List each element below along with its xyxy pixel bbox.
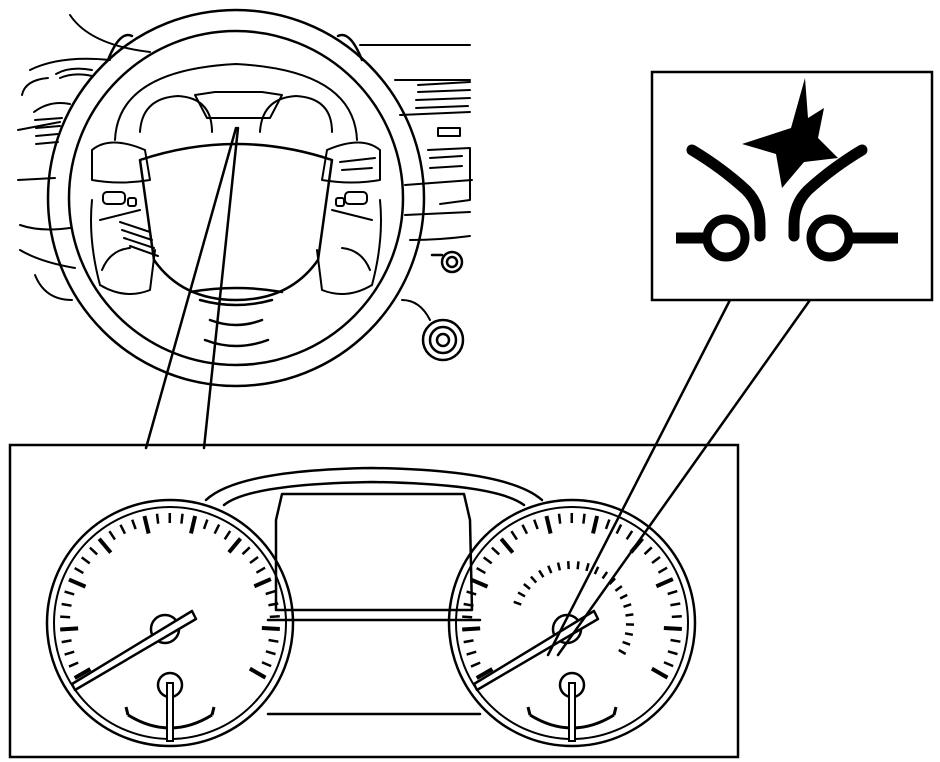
left-air-vent bbox=[33, 67, 93, 145]
forward-emergency-braking-icon bbox=[676, 78, 898, 262]
steering-switch-right bbox=[335, 157, 376, 207]
tachometer-sub-gauge bbox=[526, 671, 618, 742]
warning-light-frame bbox=[650, 70, 934, 302]
tachometer-outer-ring bbox=[447, 498, 697, 748]
instrument-cluster-view bbox=[8, 443, 740, 759]
dashboard-outline bbox=[17, 14, 473, 321]
ignition-switch bbox=[421, 318, 465, 362]
center-knob bbox=[430, 250, 464, 274]
cluster-frame bbox=[8, 443, 740, 759]
steering-wheel-view bbox=[17, 8, 473, 388]
tachometer-needle bbox=[472, 609, 600, 692]
impact-star-shape bbox=[742, 78, 838, 188]
tachometer-tick-marks bbox=[462, 512, 682, 680]
left-lane-curve bbox=[686, 144, 766, 242]
tachometer-gauge bbox=[447, 498, 697, 748]
steering-wheel-spokes bbox=[90, 141, 382, 295]
speedometer-tick-marks bbox=[60, 512, 280, 680]
center-display-housing bbox=[204, 466, 544, 716]
cluster-hood bbox=[114, 63, 358, 141]
steering-wheel-hub bbox=[138, 142, 334, 348]
speedometer-needle bbox=[70, 609, 198, 692]
speedometer-sub-gauge bbox=[124, 671, 216, 742]
right-air-vent bbox=[415, 81, 471, 205]
speedometer-gauge bbox=[45, 498, 295, 748]
right-lane-curve bbox=[788, 144, 868, 242]
callout-gauge-to-warning-light bbox=[546, 298, 812, 657]
steering-switch-left bbox=[102, 191, 159, 257]
speedometer-outer-ring bbox=[45, 498, 295, 748]
steering-wheel-rim bbox=[46, 8, 426, 388]
warning-light-inset bbox=[650, 70, 934, 302]
callout-wheel-to-cluster bbox=[144, 126, 240, 450]
